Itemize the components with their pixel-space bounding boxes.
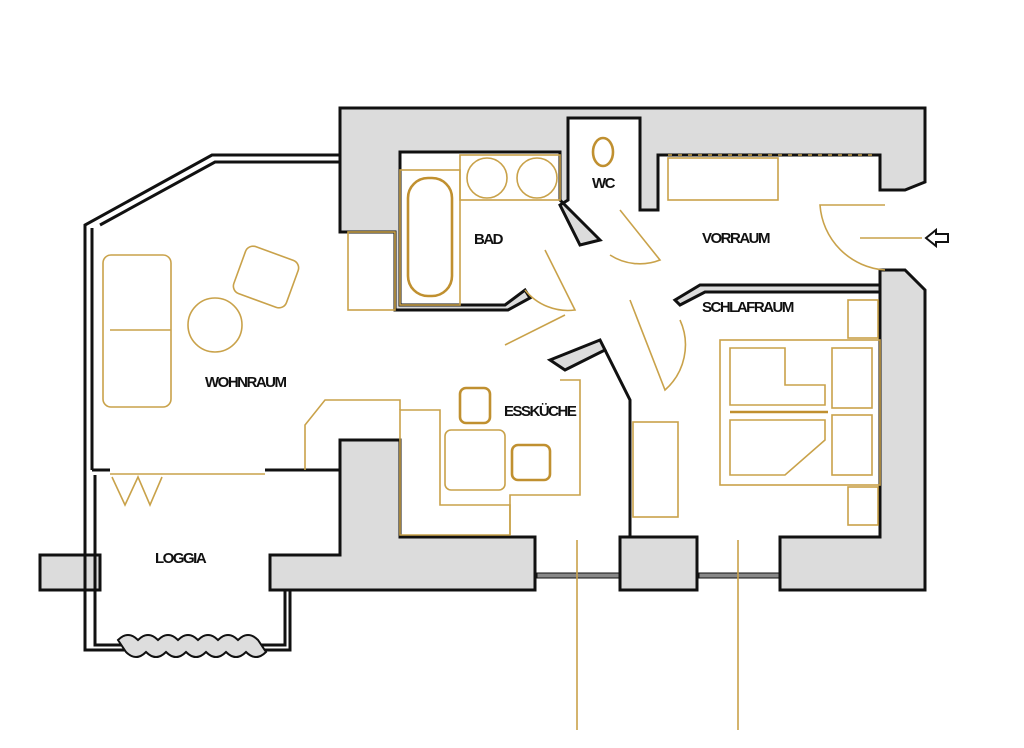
outer-outline: [83, 153, 782, 652]
room-label-loggia: LOGGIA: [155, 550, 207, 567]
room-label-vorraum: VORRAUM: [702, 230, 770, 247]
walls: [38, 106, 927, 592]
room-label-wohnraum: WOHNRAUM: [205, 374, 286, 391]
room-label-esskueche: ESSKÜCHE: [504, 403, 577, 420]
furniture: [102, 136, 922, 730]
room-label-bad: BAD: [474, 231, 504, 248]
room-label-wc: WC: [592, 175, 616, 192]
room-label-schlafraum: SCHLAFRAUM: [702, 299, 794, 316]
entrance-arrow-icon: [924, 227, 949, 249]
